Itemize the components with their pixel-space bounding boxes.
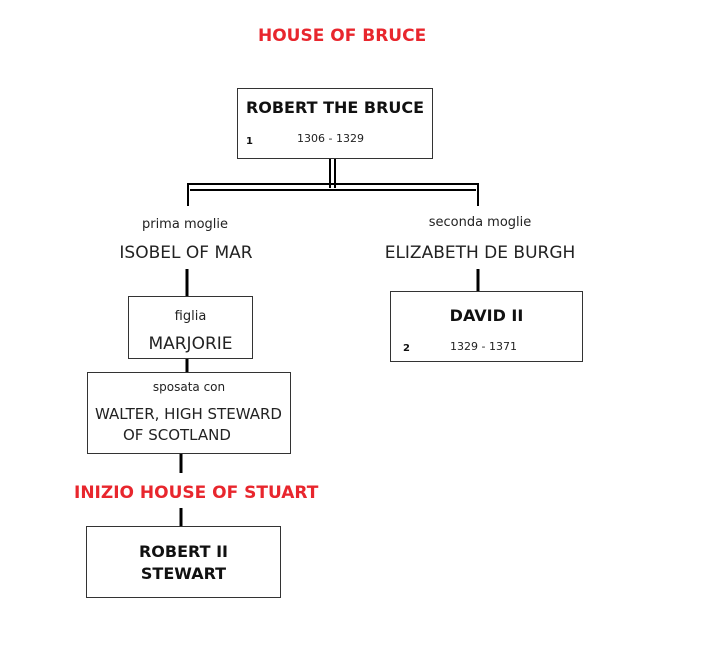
diagram-title: HOUSE OF BRUCE — [258, 26, 427, 46]
daughter-name: MARJORIE — [148, 334, 233, 354]
spouse-name-line2: OF SCOTLAND — [123, 426, 231, 444]
walter-box: sposata con WALTER, HIGH STEWARD OF SCOT… — [87, 372, 291, 454]
second-wife-label: seconda moglie — [428, 215, 532, 230]
marjorie-box: figlia MARJORIE — [128, 296, 253, 359]
robert-ii-line1: ROBERT II — [138, 542, 229, 561]
daughter-label: figlia — [174, 309, 207, 324]
david-ii-box: DAVID II 2 1329 - 1371 — [390, 291, 583, 362]
david-ii-dates: 1329 - 1371 — [450, 340, 517, 353]
first-wife-name: ISOBEL OF MAR — [119, 243, 253, 263]
robert-the-bruce-box: ROBERT THE BRUCE 1 1306 - 1329 — [237, 88, 433, 159]
second-wife-name: ELIZABETH DE BURGH — [384, 243, 576, 263]
robert-ii-stewart-box: ROBERT II STEWART — [86, 526, 281, 598]
first-wife-label: prima moglie — [141, 217, 229, 232]
stuart-title: INIZIO HOUSE OF STUART — [74, 483, 319, 503]
spouse-name-line1: WALTER, HIGH STEWARD — [95, 405, 282, 423]
david-ii-number: 2 — [403, 343, 410, 354]
robert-the-bruce-number: 1 — [246, 136, 253, 147]
robert-ii-line2: STEWART — [140, 564, 227, 583]
robert-the-bruce-dates: 1306 - 1329 — [297, 132, 364, 145]
david-ii-name: DAVID II — [449, 306, 524, 325]
spouse-label: sposata con — [152, 380, 226, 394]
robert-the-bruce-name: ROBERT THE BRUCE — [245, 98, 425, 117]
